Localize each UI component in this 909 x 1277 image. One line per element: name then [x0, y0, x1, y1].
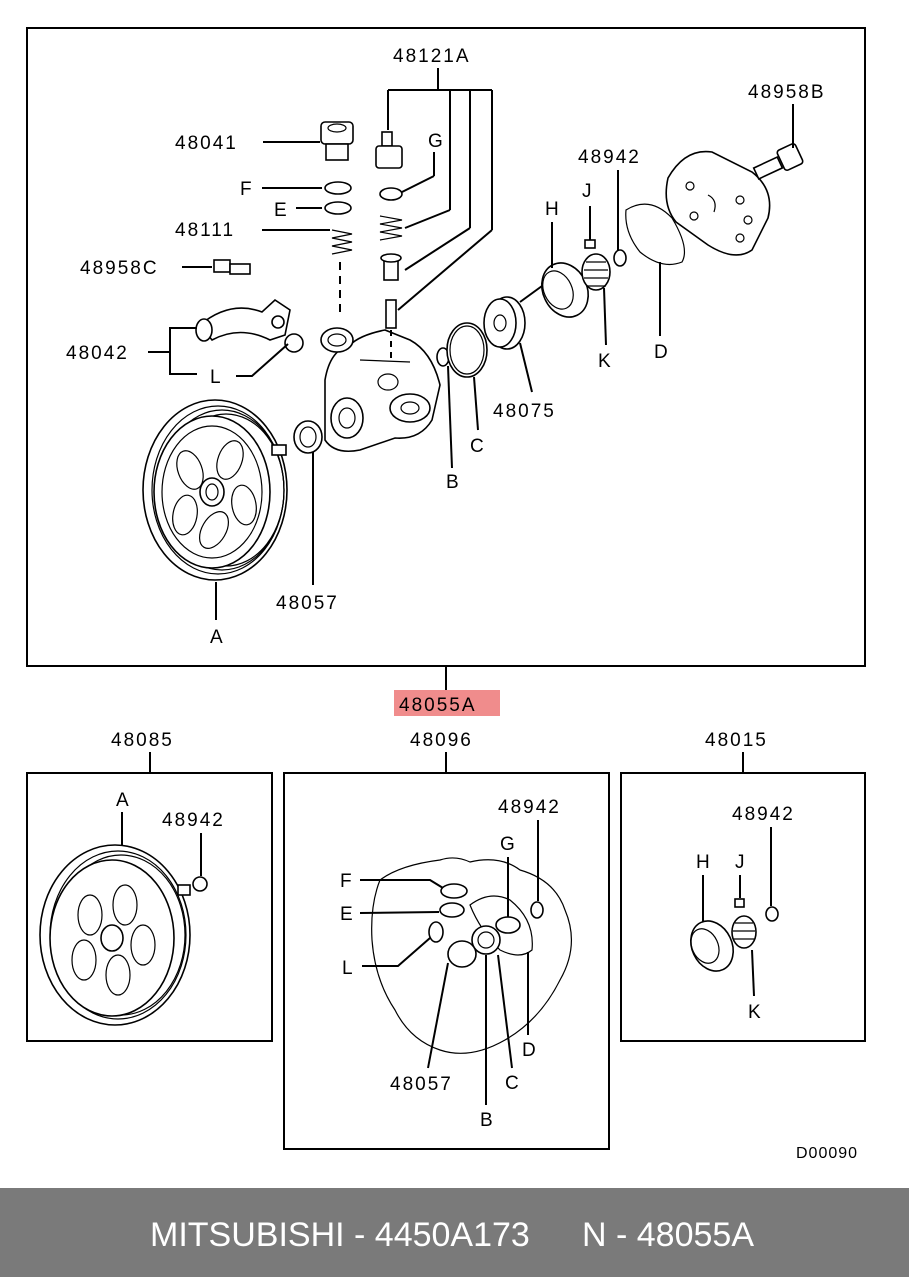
plug-48041-drawing — [320, 121, 354, 161]
label-48121A: 48121A — [393, 46, 471, 67]
valve-48121A-parts — [375, 131, 403, 360]
cover-drawing — [665, 150, 771, 256]
label-G: G — [428, 131, 445, 152]
rotor-48075-drawing — [483, 296, 533, 393]
kit-48085-label-48942: 48942 — [162, 810, 225, 831]
label-J: J — [582, 181, 594, 202]
kit-48096-label-C: C — [505, 1073, 521, 1094]
label-L: L — [210, 367, 223, 388]
label-48041: 48041 — [175, 133, 238, 154]
kit-48096-label-48942: 48942 — [498, 797, 561, 818]
spring-48111-drawing — [331, 229, 353, 318]
hose-48042-drawing — [195, 298, 304, 353]
kit-48015-rotor-K — [731, 915, 757, 949]
pulley-A-drawing — [142, 399, 288, 620]
kit-48015-label-48942: 48942 — [732, 804, 795, 825]
kit-48096-label-E: E — [340, 904, 355, 925]
label-E: E — [274, 200, 289, 221]
footer-bar: MITSUBISHI - 4450A173 N - 48055A — [0, 1188, 909, 1277]
bolt-48958C-drawing — [213, 259, 251, 275]
label-48958B: 48958B — [748, 82, 826, 103]
main-assembly-code: 48055A — [399, 695, 477, 716]
label-A: A — [210, 627, 225, 648]
kit-48015-label-K: K — [748, 1002, 763, 1023]
kit-48096-label-L: L — [342, 958, 355, 979]
rotor-K-drawing — [581, 253, 611, 346]
kit-48096-frame — [283, 772, 610, 1150]
kit-48015-label-H: H — [696, 852, 712, 873]
label-K: K — [598, 351, 613, 372]
label-48942: 48942 — [578, 147, 641, 168]
kit-48096-number: 48096 — [410, 730, 473, 751]
label-48111: 48111 — [175, 220, 235, 241]
footer-brand-part-number: MITSUBISHI - 4450A173 — [150, 1216, 530, 1254]
kit-48096-label-F: F — [340, 871, 354, 892]
kit-48085-frame — [26, 772, 273, 1042]
kit-48015-label-J: J — [735, 852, 747, 873]
kit-48096-silhouette — [371, 857, 573, 1054]
kit-48015-frame — [620, 772, 866, 1042]
kit-48096-label-B: B — [480, 1110, 495, 1131]
gasket-D-drawing — [625, 203, 685, 336]
bolt-48958B-drawing — [752, 142, 804, 180]
label-F: F — [240, 179, 254, 200]
label-48958C: 48958C — [80, 258, 159, 279]
label-B: B — [446, 472, 461, 493]
footer-reference-number: N - 48055A — [582, 1216, 754, 1254]
kit-48015-ring-H — [690, 920, 734, 972]
label-48075: 48075 — [493, 401, 556, 422]
main-assembly-highlight — [394, 690, 500, 716]
kit-48096-label-D: D — [522, 1040, 538, 1061]
kit-48015-number: 48015 — [705, 730, 768, 751]
kit-48085-number: 48085 — [111, 730, 174, 751]
label-D: D — [654, 342, 670, 363]
kit-48085-pulley-drawing — [39, 844, 208, 1026]
label-C: C — [470, 436, 486, 457]
main-assembly-frame — [26, 27, 866, 667]
label-48042: 48042 — [66, 343, 129, 364]
pump-body-drawing — [320, 327, 441, 453]
label-H: H — [545, 199, 561, 220]
label-48057: 48057 — [276, 593, 339, 614]
parts-diagram: A 48057 48042 L 48958C — [26, 27, 866, 1162]
drawing-code: D00090 — [796, 1145, 858, 1162]
kit-48085-label-A: A — [116, 790, 131, 811]
kit-48096-label-48057: 48057 — [390, 1074, 453, 1095]
kit-48096-label-G: G — [500, 834, 517, 855]
ring-48057-drawing — [293, 420, 323, 585]
